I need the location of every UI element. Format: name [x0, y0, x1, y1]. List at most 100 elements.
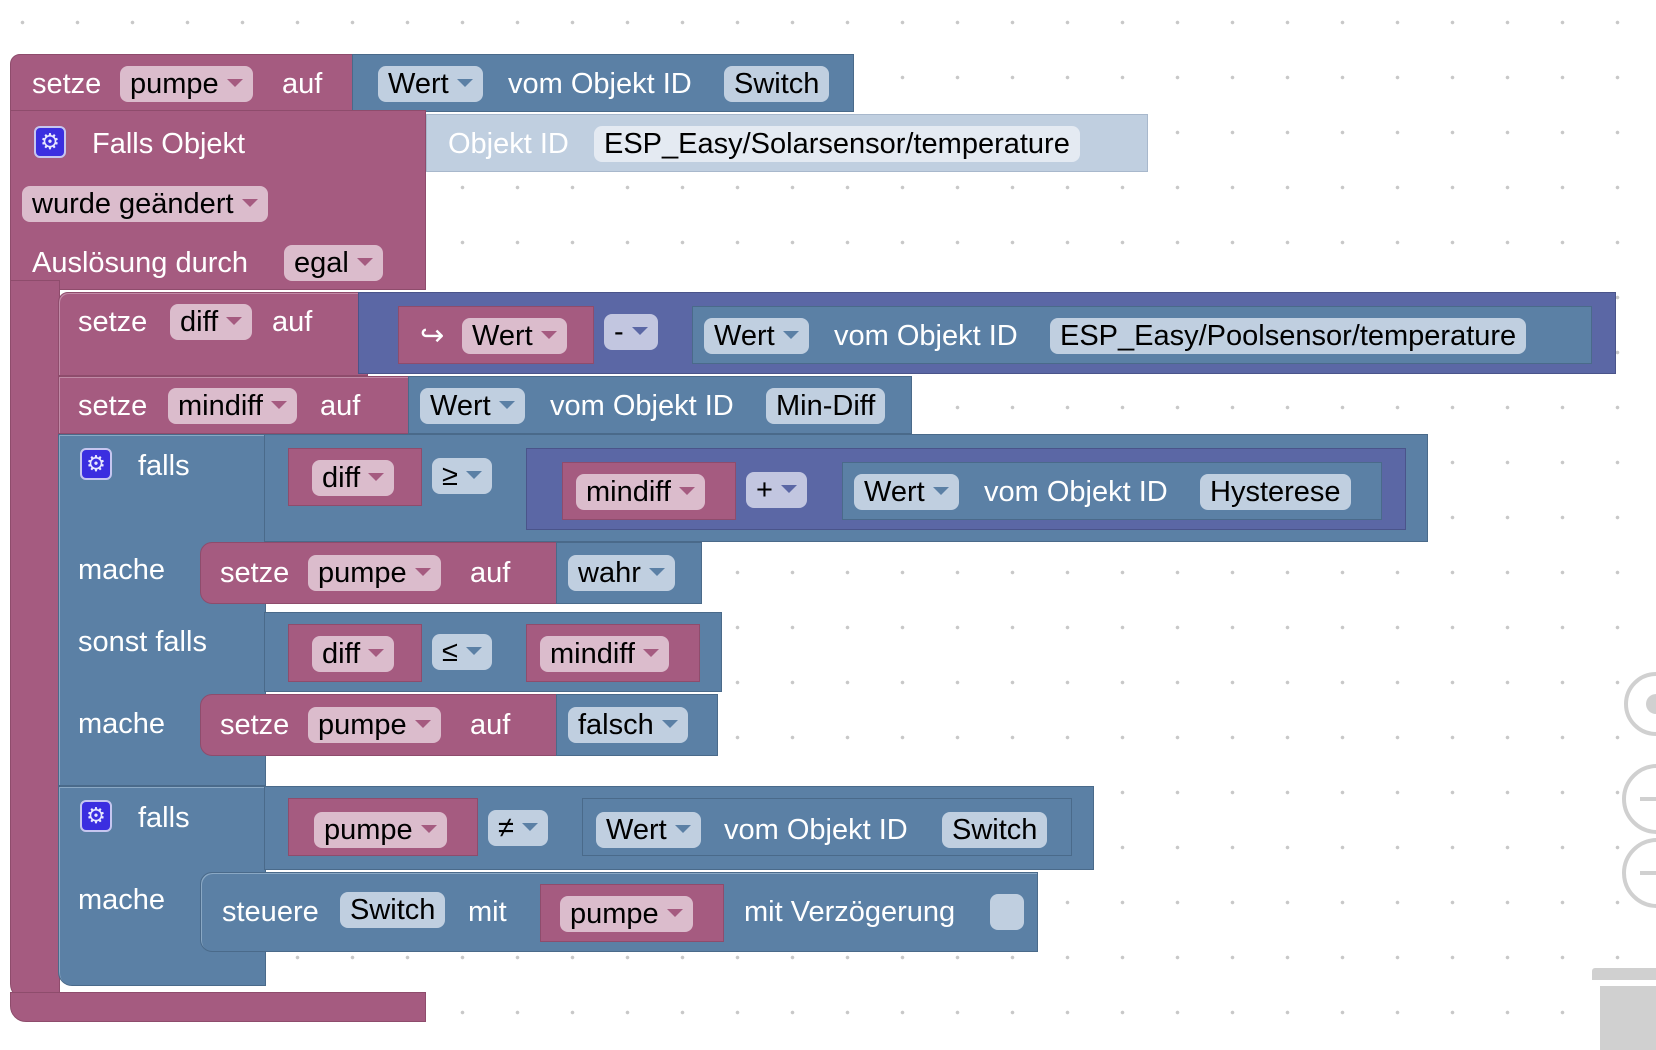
chevron-down-icon — [666, 909, 683, 918]
of-object-label: vom Objekt ID — [508, 68, 692, 100]
boolean-dropdown[interactable]: wahr — [568, 555, 675, 591]
chevron-down-icon — [241, 199, 258, 208]
of-object-label: vom Objekt ID — [550, 390, 734, 422]
object-id-field[interactable]: Switch — [942, 812, 1048, 848]
delay-label: mit Verzögerung — [744, 896, 956, 928]
with-label: mit — [468, 896, 507, 928]
control-label: steuere — [222, 896, 319, 928]
var-dropdown-mindiff[interactable]: mindiff — [168, 388, 297, 424]
trash-body — [1600, 986, 1656, 1050]
chevron-down-icon — [642, 649, 659, 658]
chevron-down-icon — [368, 649, 385, 658]
chevron-down-icon — [420, 825, 437, 834]
delay-checkbox[interactable] — [990, 894, 1024, 930]
chevron-down-icon — [226, 317, 243, 326]
to-label: auf — [282, 68, 323, 100]
chevron-down-icon — [465, 471, 482, 480]
set-label: setze — [78, 390, 148, 422]
chevron-down-icon — [661, 720, 678, 729]
compare-operator-dropdown[interactable]: ≥ — [432, 458, 492, 494]
of-object-label: vom Objekt ID — [834, 320, 1018, 352]
object-id-field[interactable]: Min-Diff — [766, 388, 886, 424]
chevron-down-icon — [674, 825, 691, 834]
gear-icon[interactable]: ⚙ — [80, 800, 112, 832]
var-dropdown-diff[interactable]: diff — [312, 636, 395, 672]
boolean-dropdown[interactable]: falsch — [568, 707, 688, 743]
chevron-down-icon — [540, 331, 557, 340]
object-id-field[interactable]: Switch — [724, 66, 830, 102]
var-dropdown-pumpe[interactable]: pumpe — [314, 812, 447, 848]
set-label: setze — [78, 306, 148, 338]
set-label: setze — [32, 68, 102, 100]
var-dropdown-pumpe[interactable]: pumpe — [308, 707, 441, 743]
triggered-by-label: Auslösung durch — [32, 247, 249, 279]
var-dropdown-mindiff[interactable]: mindiff — [576, 474, 705, 510]
zoom-in-plus — [1640, 797, 1656, 801]
var-dropdown-pumpe[interactable]: pumpe — [308, 555, 441, 591]
set-label: setze — [220, 709, 290, 741]
if-label: falls — [138, 450, 190, 482]
operator-dropdown[interactable]: - — [604, 314, 658, 350]
to-label: auf — [470, 709, 511, 741]
var-dropdown-pumpe[interactable]: pumpe — [120, 66, 253, 102]
elseif-label: sonst falls — [78, 626, 207, 658]
chevron-down-icon — [465, 647, 482, 656]
object-id-field[interactable]: ESP_Easy/Poolsensor/temperature — [1050, 318, 1527, 354]
prop-dropdown[interactable]: Wert — [462, 318, 567, 354]
chevron-down-icon — [648, 568, 665, 577]
do-label: mache — [78, 708, 166, 740]
object-id-field[interactable]: Switch — [340, 892, 446, 928]
target-icon-dot — [1646, 694, 1656, 714]
chevron-down-icon — [414, 720, 431, 729]
prop-dropdown[interactable]: Wert — [596, 812, 701, 848]
prop-dropdown[interactable]: Wert — [378, 66, 483, 102]
trigger-title: Falls Objekt — [92, 128, 246, 160]
gear-icon[interactable]: ⚙ — [80, 448, 112, 480]
object-id-field[interactable]: Hysterese — [1200, 474, 1351, 510]
prop-dropdown[interactable]: Wert — [704, 318, 809, 354]
chevron-down-icon — [368, 473, 385, 482]
of-object-label: vom Objekt ID — [984, 476, 1168, 508]
chevron-down-icon — [414, 568, 431, 577]
to-label: auf — [470, 557, 511, 589]
triggered-by-dropdown[interactable]: egal — [284, 245, 383, 281]
chevron-down-icon — [521, 823, 538, 832]
if-label: falls — [138, 802, 190, 834]
gear-icon[interactable]: ⚙ — [34, 126, 66, 158]
trigger-block-spine — [10, 280, 60, 1000]
compare-operator-dropdown[interactable]: ≠ — [488, 810, 548, 846]
trigger-block-footer — [10, 992, 426, 1022]
object-id-field[interactable]: ESP_Easy/Solarsensor/temperature — [594, 126, 1080, 162]
trash-icon[interactable] — [1592, 968, 1656, 1050]
operator-dropdown[interactable]: + — [746, 472, 807, 508]
chevron-down-icon — [498, 401, 515, 410]
chevron-down-icon — [932, 487, 949, 496]
to-label: auf — [272, 306, 313, 338]
zoom-out-minus — [1640, 871, 1656, 875]
chevron-down-icon — [678, 487, 695, 496]
chevron-down-icon — [782, 331, 799, 340]
condition-dropdown[interactable]: wurde geändert — [22, 186, 268, 222]
compare-operator-dropdown[interactable]: ≤ — [432, 634, 492, 670]
var-dropdown-diff[interactable]: diff — [170, 304, 253, 340]
chevron-down-icon — [226, 79, 243, 88]
chevron-down-icon — [780, 485, 797, 494]
chevron-down-icon — [631, 327, 648, 336]
to-label: auf — [320, 390, 361, 422]
var-dropdown-mindiff[interactable]: mindiff — [540, 636, 669, 672]
object-id-label: Objekt ID — [448, 128, 569, 160]
do-label: mache — [78, 554, 166, 586]
var-dropdown-pumpe[interactable]: pumpe — [560, 896, 693, 932]
prop-dropdown[interactable]: Wert — [420, 388, 525, 424]
chevron-down-icon — [270, 401, 287, 410]
chevron-down-icon — [456, 79, 473, 88]
of-object-label: vom Objekt ID — [724, 814, 908, 846]
chevron-down-icon — [356, 258, 373, 267]
trash-lid — [1592, 968, 1656, 980]
prop-dropdown[interactable]: Wert — [854, 474, 959, 510]
return-arrow-icon: ↪ — [420, 320, 445, 352]
do-label: mache — [78, 884, 166, 916]
set-label: setze — [220, 557, 290, 589]
var-dropdown-diff[interactable]: diff — [312, 460, 395, 496]
